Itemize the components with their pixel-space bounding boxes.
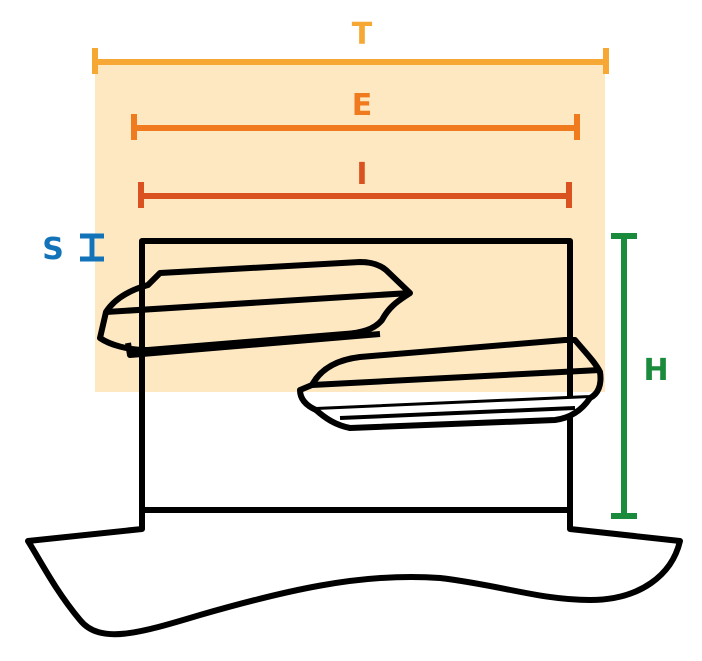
upper-left-tab-bottom — [125, 331, 381, 358]
dimension-E — [131, 114, 580, 140]
dimension-I — [138, 182, 572, 208]
dimension-H-label: H — [643, 353, 668, 388]
lower-right-tab-underline — [339, 406, 576, 420]
dimension-H — [611, 233, 637, 519]
dimension-E-label: E — [352, 88, 373, 123]
dimension-I-label: I — [356, 157, 367, 192]
upper-left-tab — [97, 259, 413, 353]
base-ground — [25, 507, 683, 638]
dimension-S — [80, 233, 104, 262]
main-frame — [139, 238, 573, 510]
upper-left-tab-seam — [105, 290, 411, 315]
lower-right-tab-seam — [311, 367, 601, 388]
dimension-T-label: T — [352, 17, 373, 52]
dimension-T — [92, 48, 609, 74]
dimension-S-label: S — [42, 232, 64, 267]
